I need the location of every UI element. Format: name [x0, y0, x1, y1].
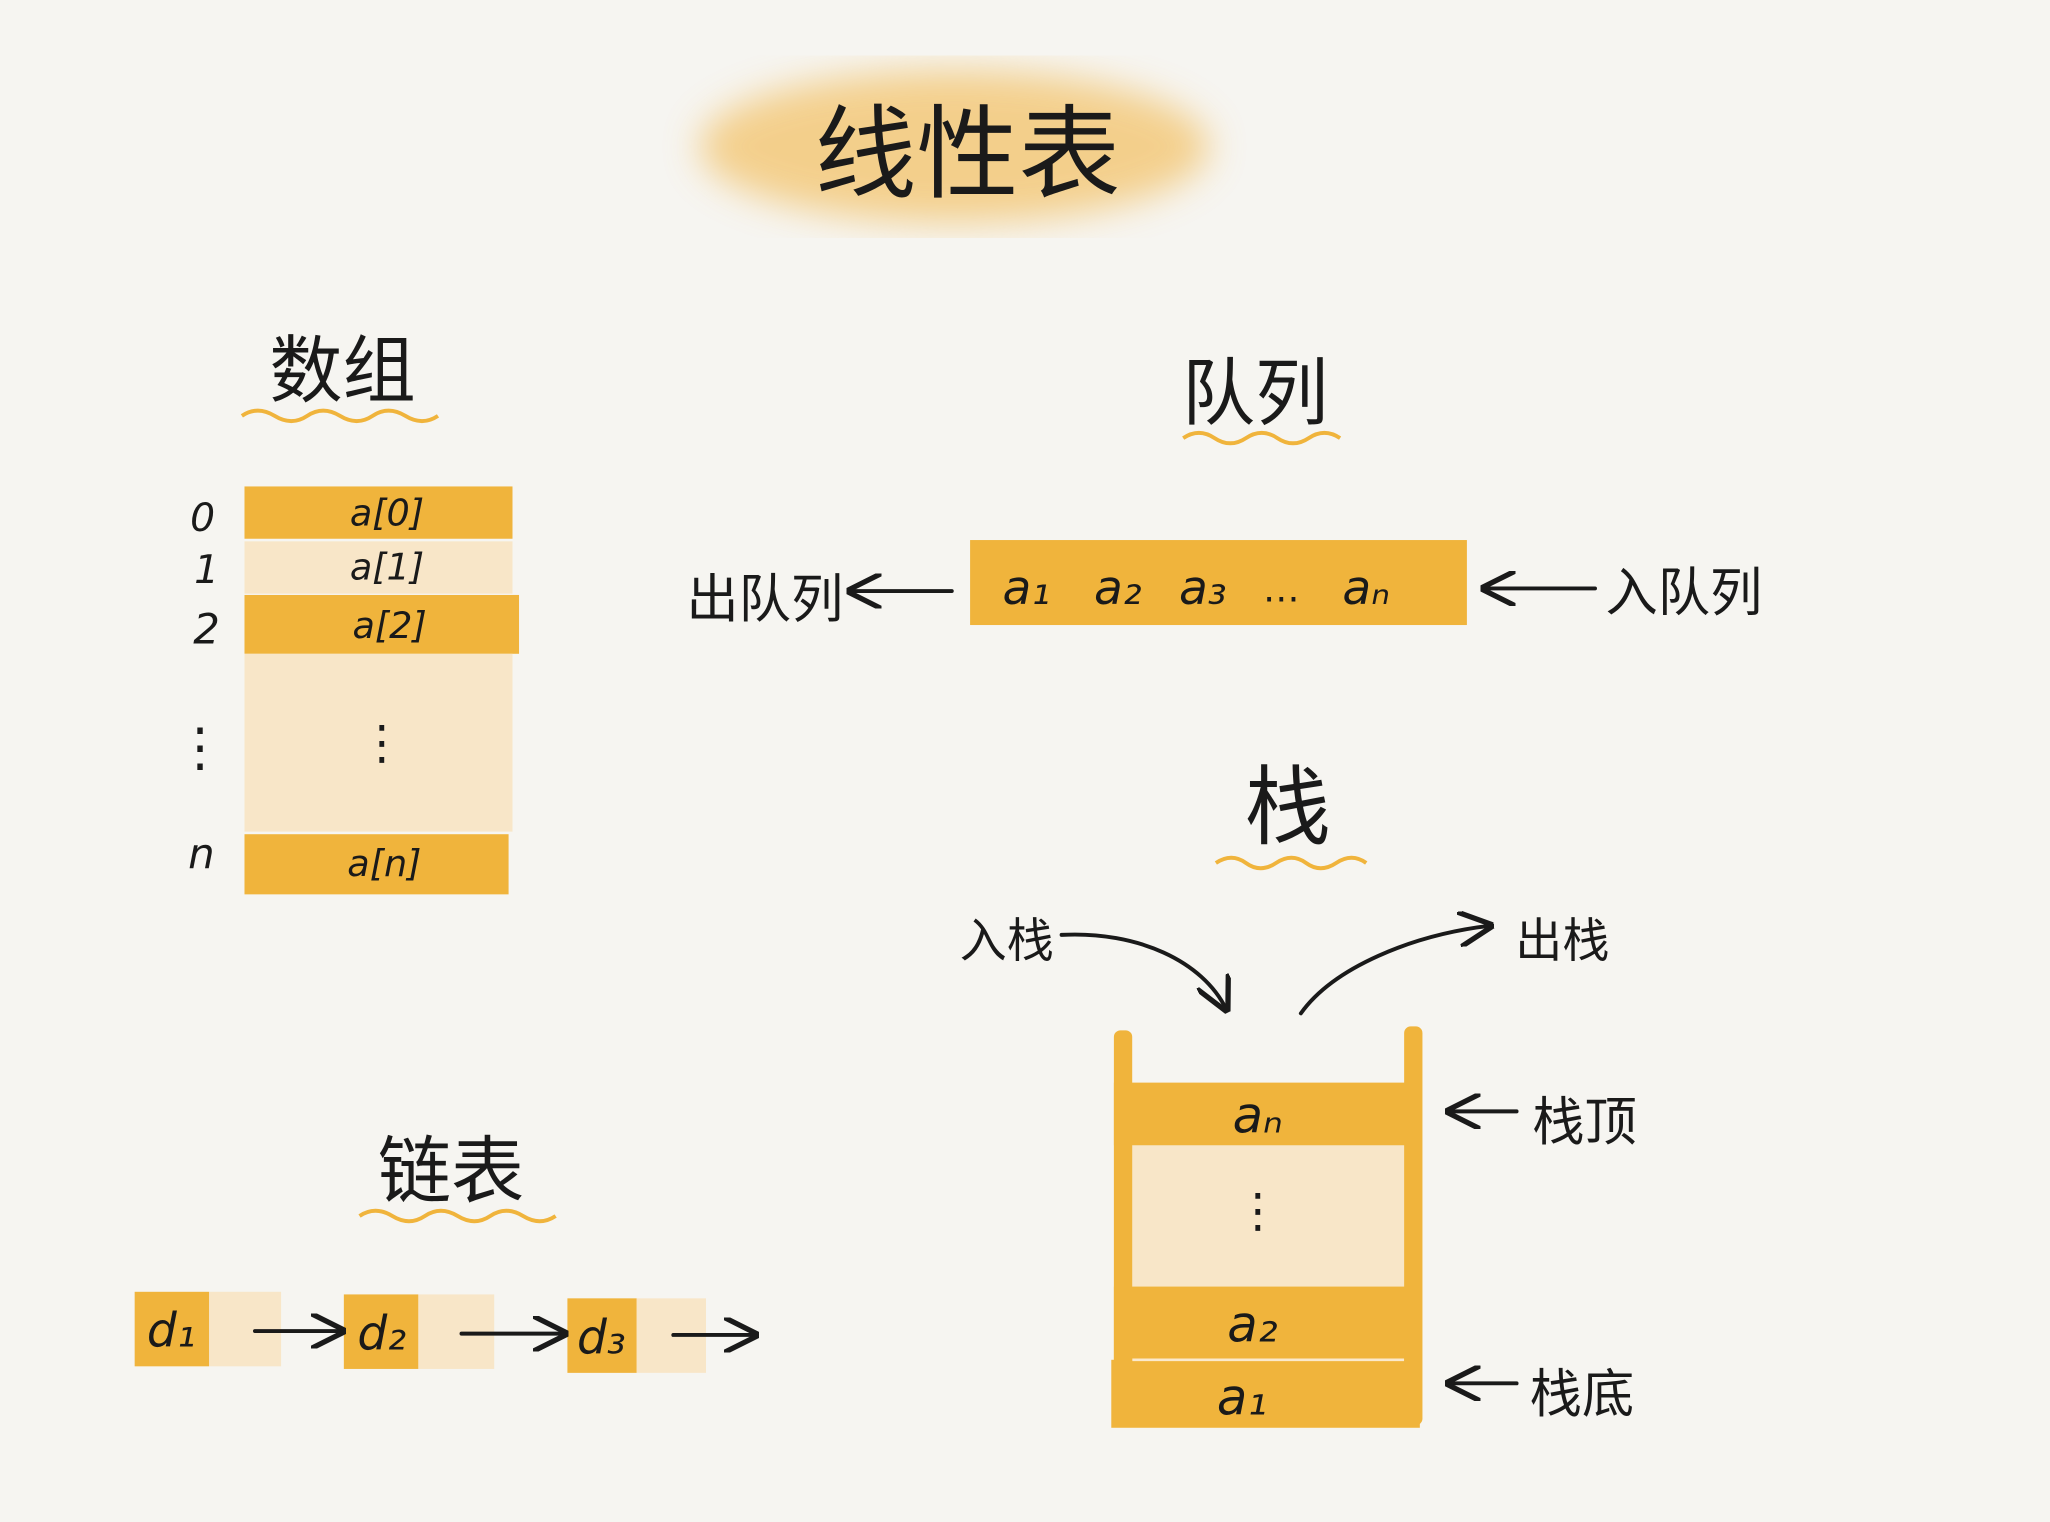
node-2-data — [343, 1294, 419, 1369]
queue-item: aₙ — [1342, 561, 1390, 616]
linked-list-heading: 链表 — [378, 1129, 524, 1214]
array-cell-2 — [244, 594, 520, 654]
array-index: 1 — [194, 548, 219, 593]
array-cell-gap — [244, 653, 513, 832]
enqueue-label: 入队列 — [1606, 563, 1763, 624]
pop-arrow — [1298, 926, 1491, 1016]
stack-wall-right — [1404, 1026, 1423, 1426]
title-highlight — [699, 70, 1210, 223]
array-cell-label: ⋮ — [358, 715, 405, 770]
array-section: 数组 a[0] a[1] a[2] ⋮ a[n] 0 1 2 ⋮ n — [174, 329, 520, 895]
stack-item-label: aₙ — [1233, 1086, 1283, 1144]
linked-list-section: 链表 d₁ d₂ d₃ — [134, 1129, 756, 1373]
array-index: ⋮ — [174, 717, 226, 778]
push-arrow — [1059, 932, 1227, 1010]
page-title: 线性表 — [815, 96, 1121, 215]
queue-bar — [970, 540, 1467, 626]
array-index: 0 — [190, 496, 215, 541]
queue-item: a₂ — [1094, 561, 1142, 616]
array-cell-0 — [244, 486, 513, 539]
queue-heading-underline — [1182, 430, 1342, 446]
array-heading-underline — [240, 408, 440, 424]
stack-item-1 — [1111, 1359, 1420, 1428]
array-index: 2 — [193, 604, 220, 653]
array-cell-label: a[0] — [350, 492, 424, 535]
pop-label: 出栈 — [1515, 914, 1609, 969]
stack-item-2 — [1113, 1286, 1420, 1360]
array-cell-label: a[n] — [347, 842, 421, 885]
node-3-data — [567, 1298, 637, 1373]
dequeue-label: 出队列 — [686, 569, 843, 630]
queue-item: a₃ — [1179, 561, 1227, 616]
push-label: 入栈 — [960, 914, 1054, 969]
array-cell-label: a[1] — [350, 545, 424, 588]
stack-top-label: 栈顶 — [1532, 1092, 1637, 1153]
stack-section: 栈 入栈 出栈 aₙ ⋮ a₂ a₁ 栈顶 栈底 — [960, 758, 1637, 1428]
queue-item: … — [1263, 567, 1300, 610]
title-group: 线性表 — [699, 70, 1210, 223]
queue-item: a₁ — [1002, 561, 1050, 616]
stack-gap — [1113, 1145, 1420, 1287]
array-cell-label: a[2] — [352, 604, 426, 647]
node-label: d₃ — [577, 1310, 626, 1365]
stack-wall-left — [1113, 1030, 1133, 1423]
array-index: n — [188, 829, 215, 878]
queue-heading: 队列 — [1182, 351, 1328, 436]
array-cell-n — [244, 834, 509, 895]
array-heading: 数组 — [269, 329, 415, 414]
stack-bottom-label: 栈底 — [1530, 1364, 1635, 1425]
node-label: d₁ — [147, 1304, 196, 1359]
stack-item-label: ⋮ — [1234, 1183, 1281, 1238]
node-1-data — [134, 1291, 210, 1367]
stack-item-top — [1113, 1082, 1420, 1146]
array-cell-1 — [244, 541, 513, 594]
stack-heading: 栈 — [1245, 758, 1331, 858]
stack-item-label: a₁ — [1217, 1369, 1267, 1427]
linked-list-heading-underline — [358, 1208, 557, 1224]
stack-heading-underline — [1214, 855, 1368, 871]
node-label: d₂ — [357, 1306, 406, 1361]
queue-section: 队列 a₁ a₂ a₃ … aₙ 出队列 入队列 — [686, 351, 1762, 630]
stack-item-label: a₂ — [1227, 1295, 1277, 1353]
